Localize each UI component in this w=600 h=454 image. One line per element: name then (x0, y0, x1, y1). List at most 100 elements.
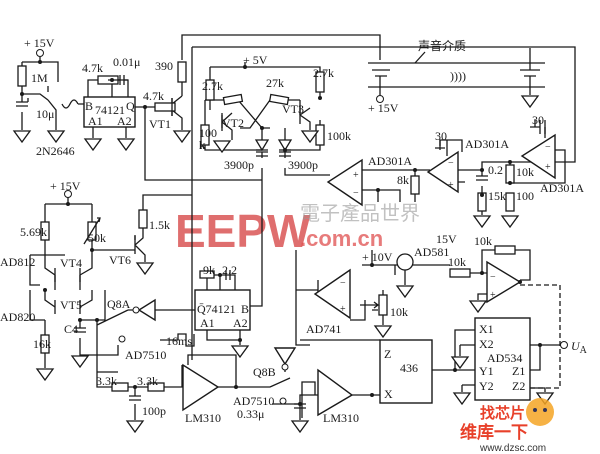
label-001u: 0.01μ (113, 55, 140, 69)
ground-icon (136, 262, 154, 275)
resistor-1k5 (138, 209, 148, 229)
label-50k: 50k (88, 231, 106, 245)
pin-z2: Z2 (512, 379, 525, 393)
label-minus: − (490, 272, 496, 283)
ground-icon (173, 130, 191, 143)
ground-icon (501, 215, 519, 228)
eepw-domain-text: .com.cn (300, 226, 383, 251)
label-minus: − (353, 188, 359, 199)
label-30-a: 30 (435, 129, 447, 143)
resistor-100 (505, 192, 515, 212)
resistor-10k-b (449, 268, 471, 278)
label-vt6: VT6 (109, 253, 131, 267)
opamp-lm310-a (182, 363, 220, 412)
label-lm310-b: LM310 (323, 411, 359, 425)
transducer-medium (368, 48, 545, 103)
label-390: 390 (155, 59, 173, 73)
label-minus: − (340, 278, 346, 289)
resistor-2k7-left (205, 79, 215, 101)
resistor-100k-right (315, 124, 325, 146)
label-sound-medium: 声音介质 (418, 38, 466, 53)
label-10k-b: 10k (448, 255, 466, 269)
label-1k5: 1.5k (149, 218, 170, 232)
label-16k: 16k (33, 337, 51, 351)
label-plus: + (353, 170, 359, 181)
mascot-icon (526, 398, 554, 426)
label-10k-feedback: 10k (474, 234, 492, 248)
output-u: U (571, 339, 581, 353)
resistor-16k (40, 334, 50, 354)
resistor-1m (17, 65, 27, 87)
dzsc-url: www.dzsc.com (479, 443, 546, 454)
label-ad581: AD581 (414, 245, 449, 259)
label-ad301a-1: AD301A (368, 154, 412, 168)
ic-74121-b (194, 289, 251, 331)
label-5k69: 5.69k (20, 225, 47, 239)
label-27k: 27k (266, 76, 284, 90)
label-2k7-right: 2.7k (313, 66, 334, 80)
pin-a1: A1 (88, 114, 103, 128)
label-ad301a-3: AD301A (540, 181, 584, 195)
label-10k-pot: 10k (390, 305, 408, 319)
pin-x2: X2 (479, 337, 494, 351)
label-100k-right: 100k (327, 129, 351, 143)
junction-dots (20, 60, 542, 406)
label-vt5: VT5 (60, 298, 82, 312)
resistor-3k3-b (147, 382, 165, 392)
opamp-output (486, 260, 522, 304)
resistor-8k (410, 175, 420, 195)
label-15v-ref: 15V (436, 232, 457, 246)
label-ad820: AD820 (0, 310, 35, 324)
ground-icon (117, 138, 135, 151)
eepw-chinese-text: 電子產品世界 (300, 201, 420, 225)
dzsc-top-text: 找芯片 (480, 404, 525, 422)
label-lm310-a: LM310 (185, 411, 221, 425)
resistor-27k-b (268, 93, 290, 106)
resistor-10k-a (505, 164, 515, 184)
pin-a2-b: A2 (233, 316, 248, 330)
label-minus: − (545, 142, 551, 153)
label-8k: 8k (397, 173, 409, 187)
label-0-2: 0.2 (488, 163, 503, 177)
output-subscript: A (580, 345, 588, 356)
dzsc-slogan: 维库一下 (460, 422, 528, 443)
pin-a1-b: A1 (200, 316, 215, 330)
label-plus15v-left: + 15V (50, 179, 81, 193)
label-ad301a-2: AD301A (465, 137, 509, 151)
label-sound-waves: )))) (450, 69, 466, 83)
label-ad7510-a: AD7510 (125, 348, 166, 362)
label-plus10v: + 10V (362, 250, 393, 264)
opamp-lm310-b (317, 368, 354, 417)
label-plus: + (340, 304, 346, 315)
ground-icon (47, 130, 65, 143)
label-4k7-base: 4.7k (143, 89, 164, 103)
resistor-5k69 (40, 221, 50, 241)
label-100k-left: 100 (199, 126, 217, 140)
dashed-feedback-wire (520, 284, 561, 389)
label-0-33u: 0.33μ (237, 407, 264, 421)
pin-x1: X1 (479, 322, 494, 336)
label-3900p-right: 3900p (288, 158, 318, 172)
ic-ad534 (474, 317, 531, 401)
ground-icon (374, 325, 392, 338)
label-15k: 15k (488, 189, 506, 203)
eepw-logo-text: EEPW (175, 205, 311, 257)
labels: + 15V 1M 10μ 2N2646 4.7k 0.01μ B 74121 Q… (0, 36, 588, 425)
opamp-ad301a-1 (326, 158, 363, 207)
label-3k3-b: 3.3k (137, 374, 158, 388)
label-436: 436 (400, 361, 418, 375)
label-10k-a: 10k (516, 165, 534, 179)
pin-b-b: B (241, 302, 249, 316)
pin-a2: A2 (117, 114, 132, 128)
ground-icon (71, 355, 89, 368)
ground-symbols (13, 130, 554, 433)
label-minus: − (448, 158, 454, 169)
label-plus5v: + 5V (243, 53, 268, 67)
ad581-reference (396, 253, 414, 271)
ic-436 (379, 339, 433, 404)
label-74121-b: Q̄74121 (197, 302, 236, 316)
label-plus: + (490, 290, 496, 301)
label-1m: 1M (31, 71, 48, 85)
switch-contacts (36, 49, 568, 405)
